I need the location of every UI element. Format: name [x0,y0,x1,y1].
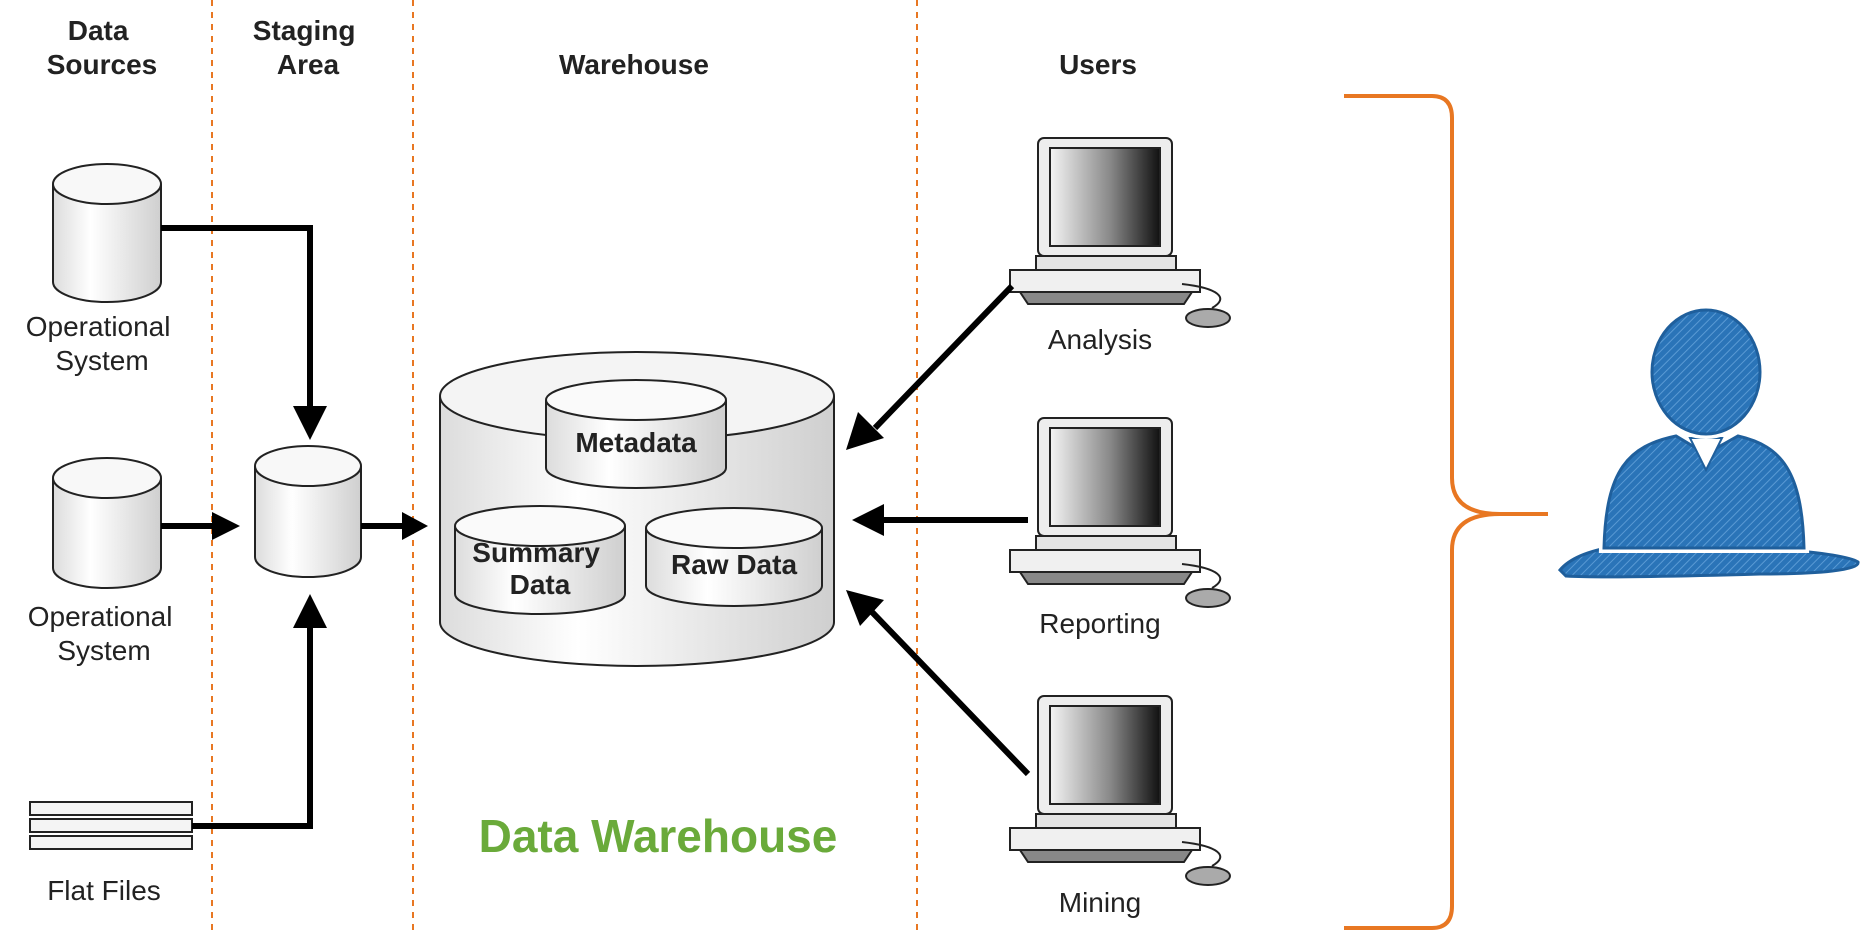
arrowhead-mining [846,590,884,626]
arrow-flat-files-to-staging [192,625,313,829]
metadata-cylinder [545,379,727,489]
mining-computer-icon [1009,695,1231,886]
metadata-label: Metadata [575,427,697,458]
source-arrows [161,225,404,829]
raw-data-label: Raw Data [671,549,797,580]
arrowhead-reporting [852,504,884,536]
arrow-analysis-to-warehouse [872,283,1015,431]
source-arrowheads [212,406,428,628]
flat-files-label: Flat Files [47,875,161,906]
data-warehouse-caption: Data Warehouse [479,810,838,862]
flat-files-icon [29,801,193,850]
arrowhead-up-to-staging [293,594,327,628]
arrowhead-analysis [846,412,884,450]
analysis-label: Analysis [1048,324,1152,355]
reporting-label: Reporting [1039,608,1160,639]
operational-system-2-label: Operational System [28,601,181,666]
staging-area-cylinder [254,445,362,578]
header-users: Users [1059,49,1137,80]
arrowhead-down-to-staging [293,406,327,440]
header-data-sources: Data Sources [47,15,158,80]
users-brace [1344,94,1548,930]
raw-data-cylinder [645,507,823,607]
analysis-computer-icon [1009,137,1231,328]
reporting-computer-icon [1009,417,1231,608]
operational-system-1-label: Operational System [26,311,179,376]
arrowhead-right-to-warehouse [402,512,428,540]
summary-data-label: Summary Data [472,537,607,600]
arrow-mining-to-warehouse [869,609,1031,777]
arrowhead-right-to-staging [212,512,240,540]
person-icon [1557,305,1860,579]
header-warehouse: Warehouse [559,49,709,80]
user-arrowheads [846,412,884,626]
mining-label: Mining [1059,887,1141,918]
user-arrows [869,283,1031,777]
summary-data-cylinder [454,505,626,615]
operational-system-2-cylinder [52,457,162,589]
arrow-operational-1-to-staging [161,225,313,408]
operational-system-1-cylinder [52,163,162,303]
header-staging-area: Staging Area [253,15,363,80]
